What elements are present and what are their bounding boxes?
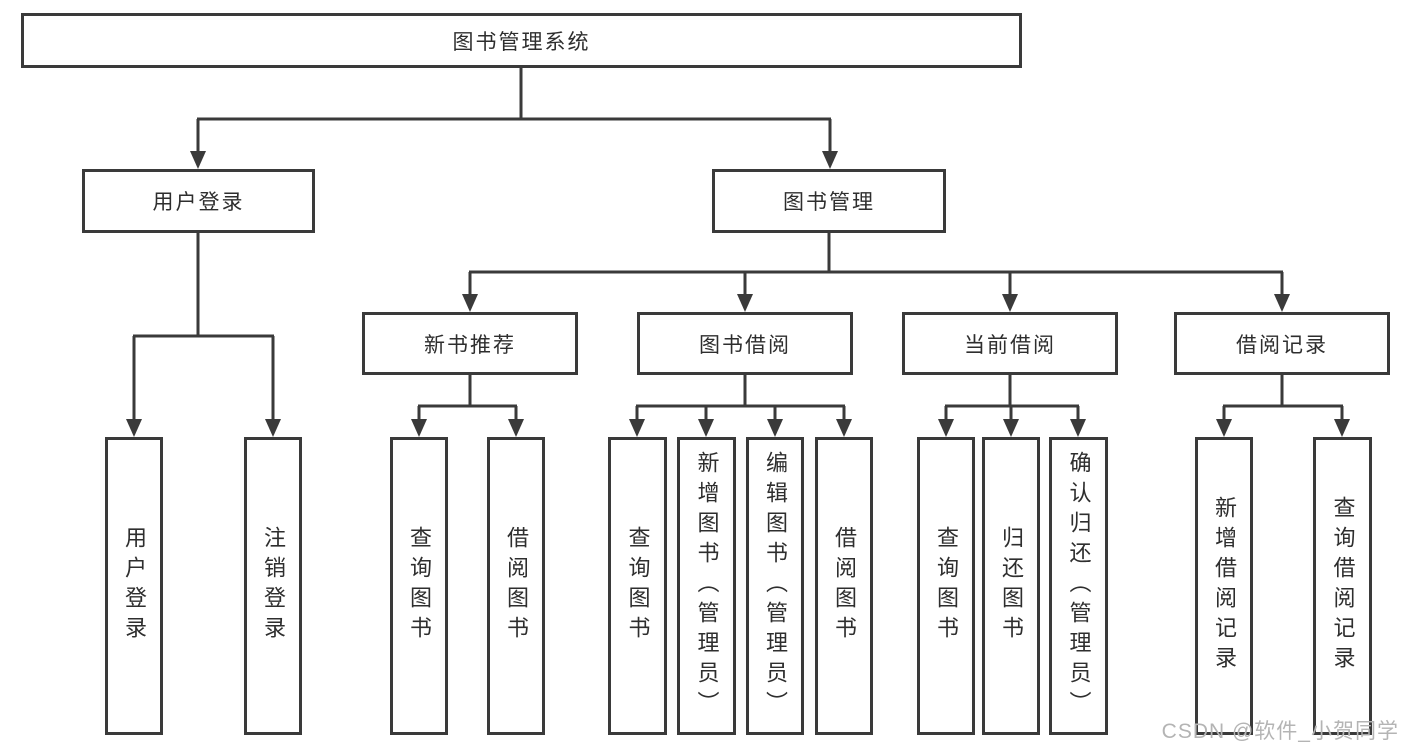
arrowhead-icon bbox=[1216, 419, 1232, 437]
arrowhead-icon bbox=[822, 151, 838, 169]
arrowhead-icon bbox=[265, 419, 281, 437]
arrowhead-icon bbox=[126, 419, 142, 437]
leaf-query-books-2: 查询图书 bbox=[608, 437, 667, 735]
connector-book-mgmt-children bbox=[462, 233, 1290, 312]
leaf-add-books-admin: 新增图书（管理员） bbox=[677, 437, 736, 735]
csdn-watermark: CSDN @软件_小贺同学 bbox=[1161, 720, 1399, 743]
leaf-query-books-1: 查询图书 bbox=[390, 437, 448, 735]
connector-user-login-children bbox=[126, 233, 281, 437]
leaf-query-books-3: 查询图书 bbox=[917, 437, 975, 735]
leaf-edit-books-admin: 编辑图书（管理员） bbox=[746, 437, 804, 735]
arrowhead-icon bbox=[411, 419, 427, 437]
arrowhead-icon bbox=[737, 294, 753, 312]
arrowhead-icon bbox=[1002, 294, 1018, 312]
arrowhead-icon bbox=[938, 419, 954, 437]
node-root-system: 图书管理系统 bbox=[21, 13, 1022, 68]
connector-root-to-level2 bbox=[190, 68, 838, 169]
leaf-logout: 注销登录 bbox=[244, 437, 302, 735]
node-borrow-records: 借阅记录 bbox=[1174, 312, 1390, 375]
leaf-confirm-return-admin: 确认归还（管理员） bbox=[1049, 437, 1108, 735]
connector-records-children bbox=[1216, 375, 1350, 437]
arrowhead-icon bbox=[1003, 419, 1019, 437]
node-book-borrow: 图书借阅 bbox=[637, 312, 853, 375]
node-book-management: 图书管理 bbox=[712, 169, 946, 233]
arrowhead-icon bbox=[767, 419, 783, 437]
leaf-user-login: 用户登录 bbox=[105, 437, 163, 735]
arrowhead-icon bbox=[698, 419, 714, 437]
arrowhead-icon bbox=[629, 419, 645, 437]
leaf-add-borrow-record: 新增借阅记录 bbox=[1195, 437, 1253, 735]
arrowhead-icon bbox=[462, 294, 478, 312]
arrowhead-icon bbox=[190, 151, 206, 169]
node-user-login: 用户登录 bbox=[82, 169, 315, 233]
arrowhead-icon bbox=[1274, 294, 1290, 312]
leaf-borrow-books-2: 借阅图书 bbox=[815, 437, 873, 735]
connector-current-borrow-children bbox=[938, 375, 1086, 437]
arrowhead-icon bbox=[1334, 419, 1350, 437]
arrowhead-icon bbox=[836, 419, 852, 437]
node-new-book-recommend: 新书推荐 bbox=[362, 312, 578, 375]
leaf-return-books: 归还图书 bbox=[982, 437, 1040, 735]
leaf-borrow-books-1: 借阅图书 bbox=[487, 437, 545, 735]
node-current-borrow: 当前借阅 bbox=[902, 312, 1118, 375]
arrowhead-icon bbox=[1070, 419, 1086, 437]
connector-book-borrow-children bbox=[629, 375, 852, 437]
leaf-query-borrow-record: 查询借阅记录 bbox=[1313, 437, 1372, 735]
arrowhead-icon bbox=[508, 419, 524, 437]
connector-new-book-children bbox=[411, 375, 524, 437]
